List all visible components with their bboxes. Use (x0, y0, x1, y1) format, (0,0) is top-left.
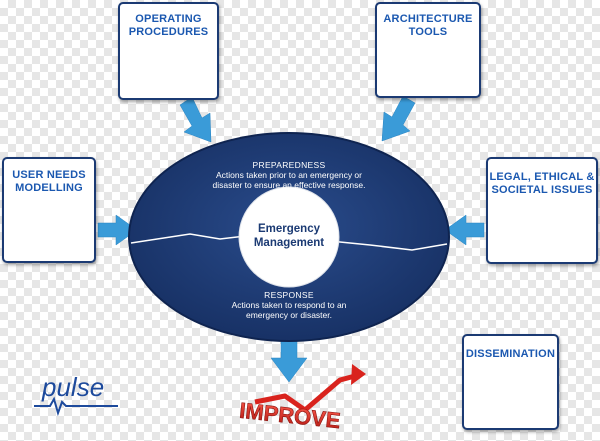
architecture-tools-title: ARCHITECTURE TOOLS (383, 13, 473, 38)
response-description: Actions taken to respond to an emergency… (231, 300, 347, 320)
architecture-tools-card: ARCHITECTURE TOOLS (375, 2, 481, 98)
arrow-architecture-tools (381, 95, 416, 142)
dissemination-card: DISSEMINATION (462, 334, 559, 430)
arrow-user-needs (97, 214, 138, 246)
arrow-operating-procedures (179, 96, 212, 143)
arrow-legal-ethical (444, 214, 485, 246)
dissemination-title: DISSEMINATION (465, 348, 556, 360)
response-title: RESPONSE (264, 290, 314, 300)
operating-procedures-card: OPERATING PROCEDURES (118, 2, 219, 100)
user-needs-modelling-card: USER NEEDS MODELLING (2, 157, 96, 263)
center-circle (238, 186, 340, 288)
preparedness-description: Actions taken prior to an emergency or d… (212, 170, 366, 190)
legal-ethical-societal-card: LEGAL, ETHICAL & SOCIETAL ISSUES (486, 157, 598, 264)
improve-label: IMPROVE (238, 398, 342, 433)
user-needs-modelling-title: USER NEEDS MODELLING (12, 169, 86, 194)
preparedness-title: PREPAREDNESS (252, 160, 326, 170)
emergency-management-label: Emergency Management (253, 223, 325, 249)
improve-graphic (254, 364, 366, 413)
legal-ethical-societal-title: LEGAL, ETHICAL & SOCIETAL ISSUES (489, 171, 595, 196)
svg-text:pulse: pulse (41, 372, 104, 402)
pulse-logo: pulse (34, 372, 118, 417)
arrow-down-improve (270, 334, 308, 383)
operating-procedures-title: OPERATING PROCEDURES (128, 13, 209, 38)
